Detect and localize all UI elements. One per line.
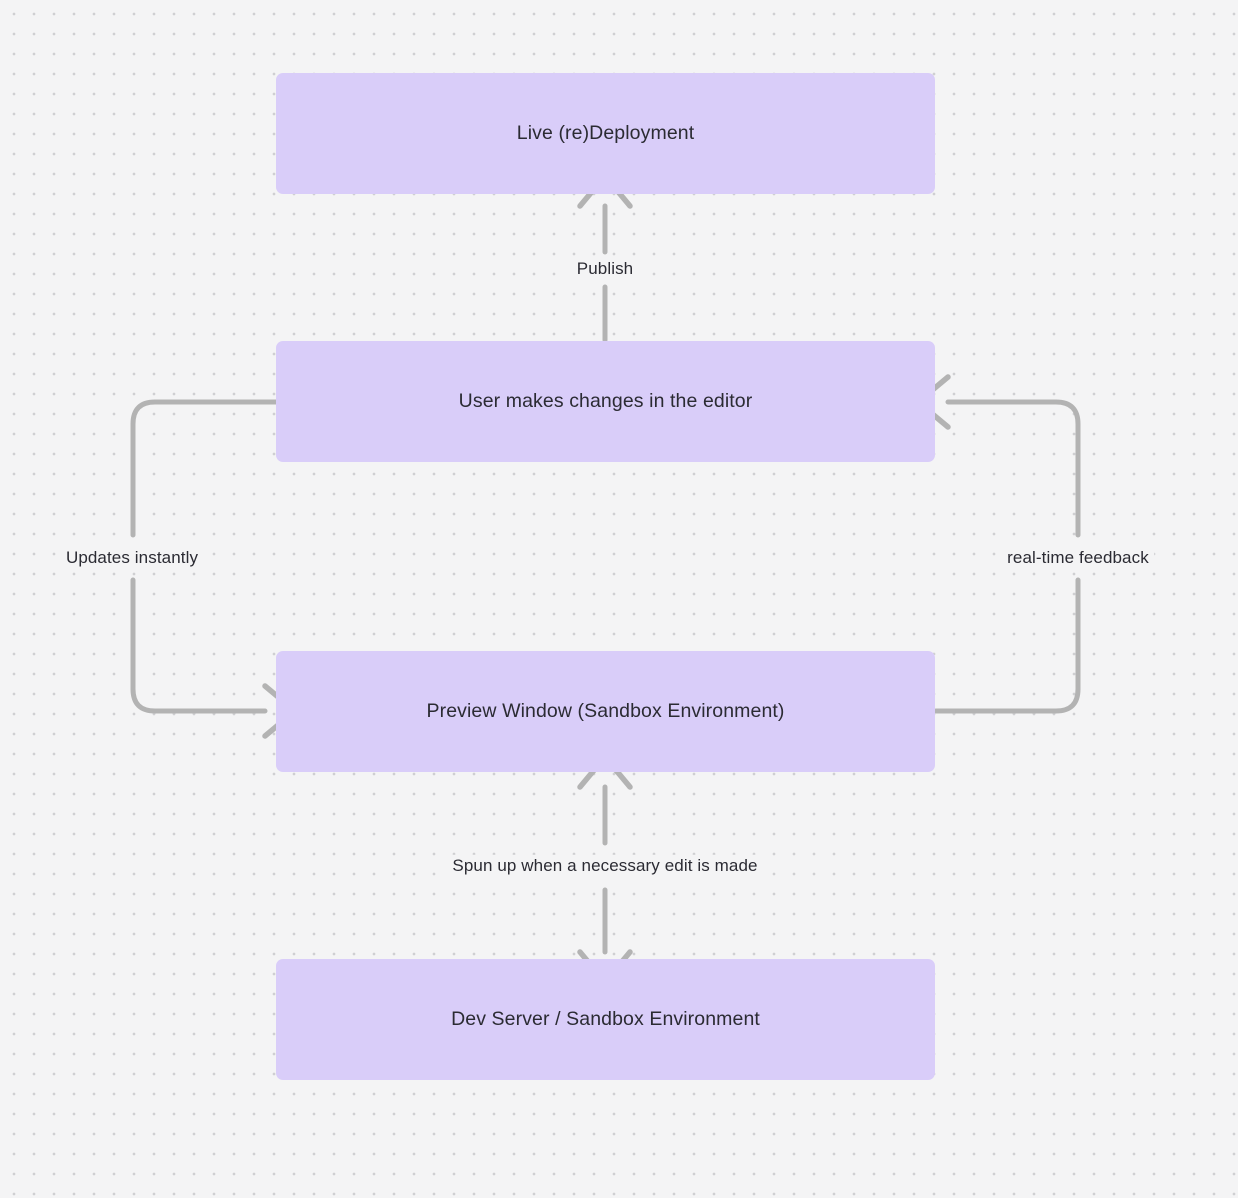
node-preview-window[interactable]: Preview Window (Sandbox Environment) (276, 651, 935, 772)
node-dev-server-label: Dev Server / Sandbox Environment (451, 1008, 760, 1031)
node-preview-window-label: Preview Window (Sandbox Environment) (426, 700, 785, 723)
edge-label-publish: Publish (571, 257, 639, 281)
edge-label-spun-up: Spun up when a necessary edit is made (447, 854, 763, 878)
node-user-edits[interactable]: User makes changes in the editor (276, 341, 935, 462)
edge-label-real-time-feedback: real-time feedback (1002, 546, 1154, 570)
edge-label-updates-instantly: Updates instantly (60, 546, 204, 570)
node-user-edits-label: User makes changes in the editor (458, 390, 753, 413)
node-live-deployment[interactable]: Live (re)Deployment (276, 73, 935, 194)
node-dev-server[interactable]: Dev Server / Sandbox Environment (276, 959, 935, 1080)
node-live-deployment-label: Live (re)Deployment (516, 122, 695, 145)
